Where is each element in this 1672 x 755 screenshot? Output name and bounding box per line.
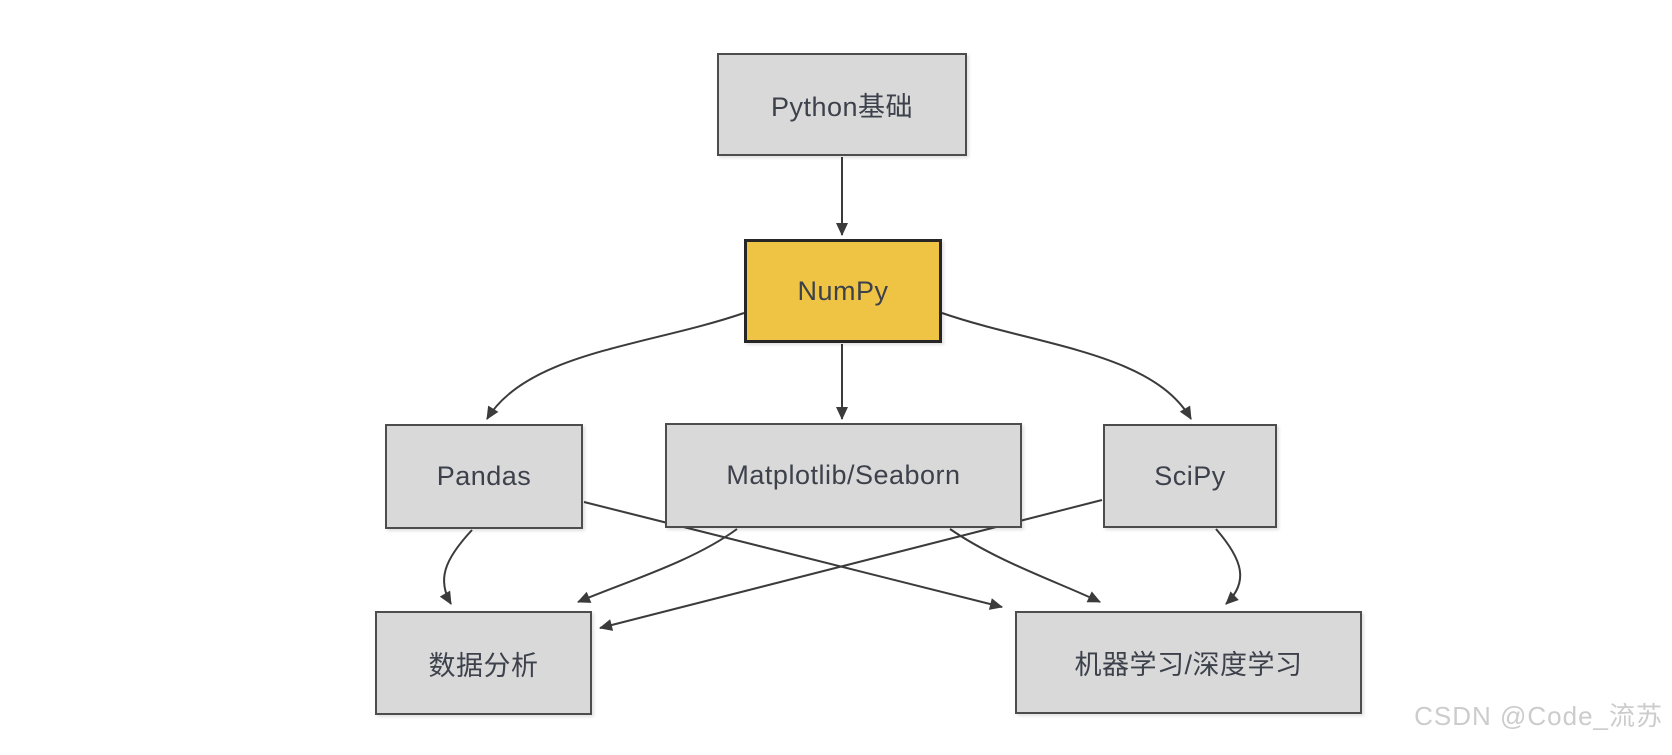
node-numpy-label: NumPy — [797, 275, 889, 306]
node-data-analysis: 数据分析 — [375, 611, 592, 715]
edge-scipy-mldl — [1215, 528, 1242, 605]
node-scipy: SciPy — [1103, 424, 1277, 528]
edge-numpy-scipy — [941, 312, 1192, 420]
node-python-base-label: Python基础 — [770, 92, 914, 122]
node-matplotlib-seaborn: Matplotlib/Seaborn — [665, 423, 1022, 528]
edge-matplotlib-mldl — [949, 528, 1101, 603]
node-scipy-label: SciPy — [1154, 460, 1226, 491]
node-matplotlib-seaborn-label: Matplotlib/Seaborn — [726, 460, 961, 490]
edge-matplotlib-dataanalysis — [577, 528, 738, 603]
edge-pandas-dataanalysis — [439, 529, 473, 605]
node-numpy: NumPy — [744, 239, 942, 343]
node-pandas: Pandas — [385, 424, 583, 529]
node-data-analysis-label: 数据分析 — [428, 650, 539, 681]
node-pandas-label: Pandas — [436, 461, 532, 491]
edge-numpy-pandas — [486, 312, 745, 420]
csdn-watermark: CSDN @Code_流苏 — [1414, 701, 1663, 731]
node-python-base: Python基础 — [717, 53, 967, 156]
edge-pandas-mldl — [583, 501, 1003, 610]
node-machine-learning-deep-learning: 机器学习/深度学习 — [1015, 611, 1362, 714]
node-machine-learning-deep-learning-label: 机器学习/深度学习 — [1074, 650, 1303, 680]
